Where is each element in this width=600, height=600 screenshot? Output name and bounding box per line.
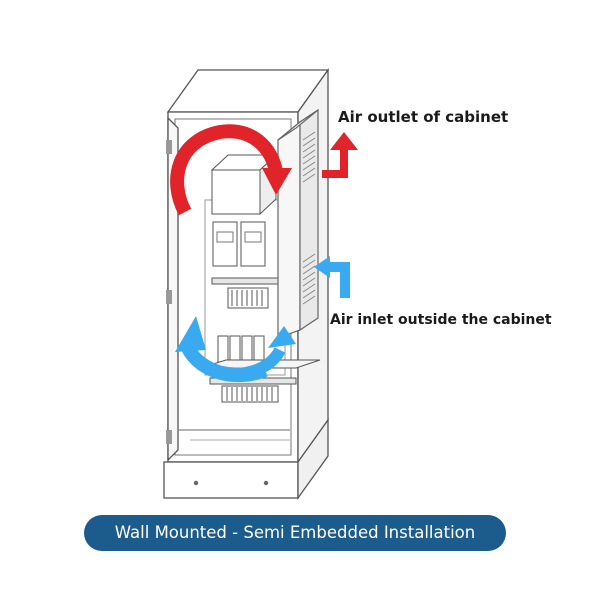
breaker-4 [253,335,265,363]
breaker-2 [229,335,241,363]
ac-front-panel [277,120,301,339]
plinth-bolt-left [193,480,199,486]
ac-top-panel [277,109,319,141]
drive-unit-right [240,221,266,267]
installation-type-banner: Wall Mounted - Semi Embedded Installatio… [84,515,506,551]
air-conditioner-unit [277,108,319,339]
hot-air-flow-arrow [170,124,292,216]
outlet-arrow [322,132,358,178]
terminal-block-upper [227,287,269,309]
plinth-bolt-right [263,480,269,486]
ac-inlet-grille [302,253,316,305]
drive-unit-left [212,221,238,267]
cabinet-frame [163,67,330,501]
air-inlet-label: Air inlet outside the cabinet [330,312,552,328]
din-rail-upper [211,277,285,285]
breaker-1 [217,335,229,363]
cool-air-flow-arrow [175,316,296,383]
ac-side-panel [299,108,319,332]
cabinet-plinth-side [297,417,329,501]
door-hinge-mid [166,290,172,304]
ac-outlet-grille [302,131,316,183]
door-hinge-top [166,140,172,154]
transformer-box [211,169,261,215]
cabinet-components [199,153,321,403]
air-outlet-label: Air outlet of cabinet [338,108,509,126]
door-hinge-bottom [166,430,172,444]
breaker-3 [241,335,253,363]
terminal-block-lower [221,385,279,403]
cabinet-plinth-front [163,461,299,499]
inlet-arrow [314,256,350,298]
